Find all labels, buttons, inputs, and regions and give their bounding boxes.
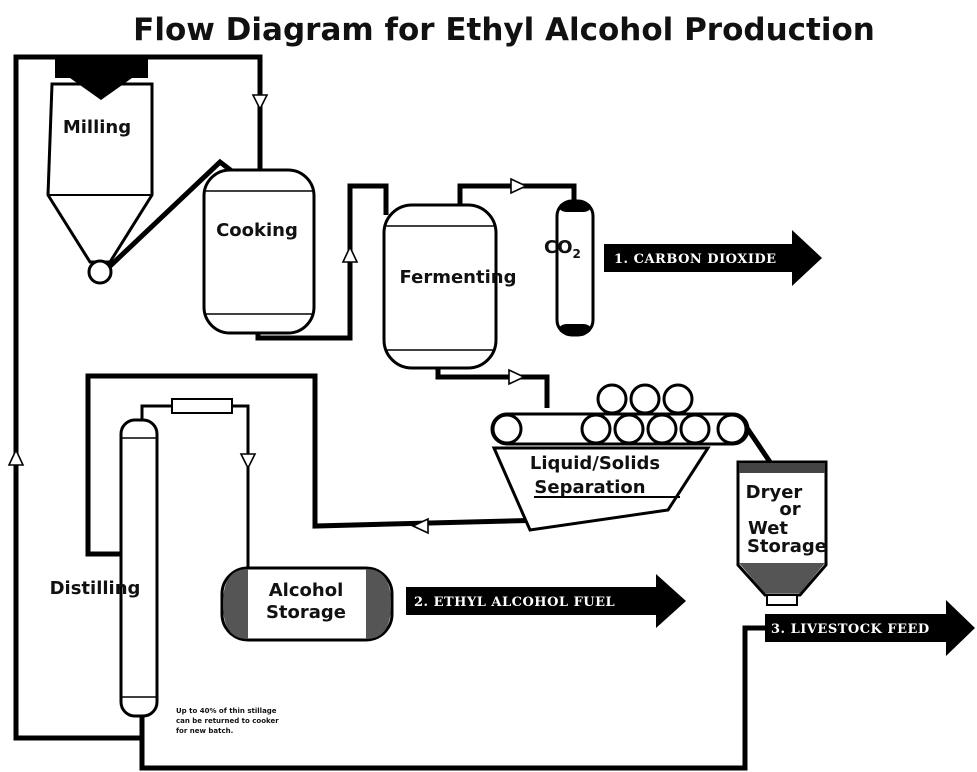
co2-cylinder-bottom-cap [559,324,591,334]
storage-label-line1: Alcohol [269,580,344,601]
dryer-label-line2: or [779,499,800,520]
stillage-return-pipe [139,625,765,771]
conveyor-rollers [491,383,748,445]
milling-hopper [46,82,154,264]
alcohol-storage-tank [220,566,394,642]
livestock-feed-arrow [765,600,975,656]
stillage-note-line3: for new batch. [176,727,233,735]
carbon-dioxide-label: 1. CARBON DIOXIDE [614,252,777,267]
flow-arrow-to-separation [508,368,526,386]
fermenting-label: Fermenting [400,267,517,288]
dryer-label-line4: Storage [747,536,827,557]
feed-arrow [55,57,148,100]
storage-tank-right-cap [366,569,391,639]
dryer-bottom-shade [739,563,825,593]
ethyl-alcohol-fuel-arrow [406,574,686,628]
separation-label-line1: Liquid/Solids [530,453,660,474]
flow-arrow-to-storage [239,453,257,470]
separation-hopper [491,446,711,532]
dryer-label-line3: Wet [748,518,788,539]
dryer-outlet [766,594,798,606]
co2-cylinder-top-cap [559,202,591,212]
flow-arrow-liquid-return [411,517,429,535]
co2-label: CO2 [544,237,581,261]
separation-to-distilling-pipe [85,373,549,557]
cooking-label: Cooking [216,220,298,241]
carbon-dioxide-arrow [604,230,822,286]
flow-arrow-to-co2 [510,177,528,195]
diagram-title: Flow Diagram for Ethyl Alcohol Productio… [133,12,875,48]
milling-label: Milling [63,117,131,138]
co2-cylinder [555,199,595,337]
distilling-label: Distilling [50,578,141,599]
flow-arrow-to-fermenter [341,245,359,263]
stillage-note-line1: Up to 40% of thin stillage [176,707,277,715]
dryer-vessel [736,460,828,597]
milling-outlet-valve [87,259,113,285]
storage-tank-left-cap [223,569,248,639]
cooking-tank [202,168,316,335]
separation-label-line2: Separation [534,477,645,498]
ethyl-alcohol-fuel-label: 2. ETHYL ALCOHOL FUEL [414,595,615,610]
distilling-to-storage-pipe [140,404,250,572]
condenser [171,398,233,414]
flow-arrow-recycle [7,448,25,466]
livestock-feed-label: 3. LIVESTOCK FEED [771,622,930,637]
dryer-top-band [739,463,825,473]
distilling-column [119,418,159,718]
dryer-label-line1: Dryer [746,482,803,503]
fermenting-to-separation-pipe [435,368,550,408]
stillage-note-line2: can be returned to cooker [176,717,279,725]
flow-arrow-cooker-inlet [251,94,269,111]
fermenting-tank [382,203,498,370]
storage-label-line2: Storage [266,602,346,623]
